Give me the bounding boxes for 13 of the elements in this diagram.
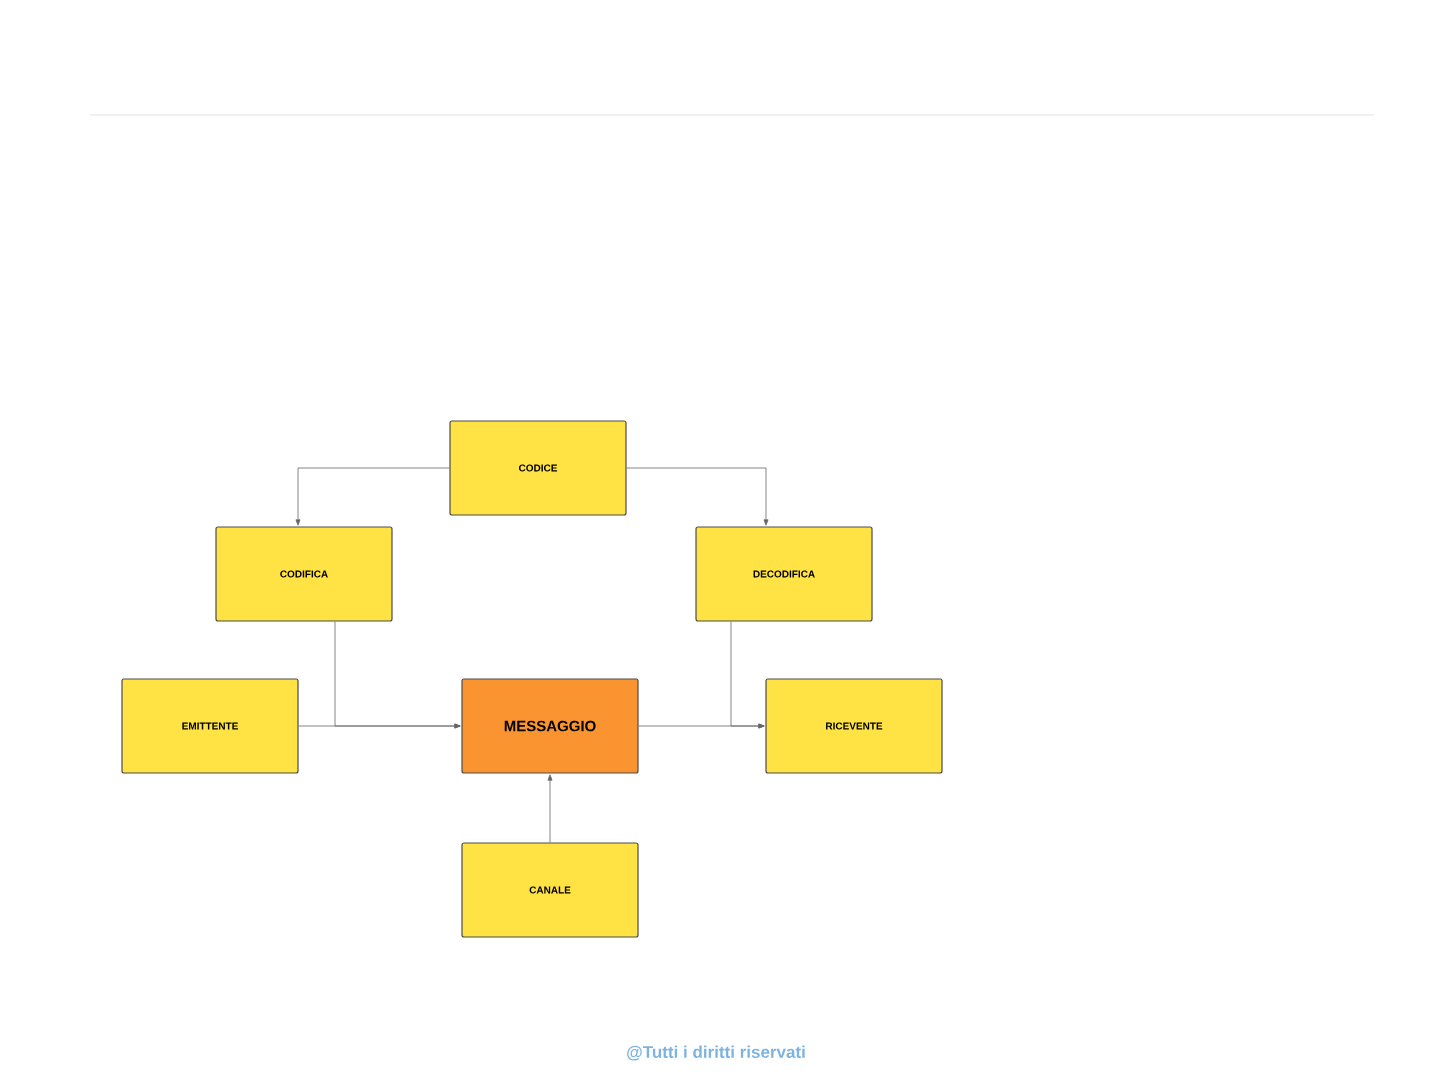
process-box: CODIFICA bbox=[215, 526, 393, 622]
process-box: CODICE bbox=[449, 420, 627, 516]
message-box: MESSAGGIO bbox=[461, 678, 639, 774]
process-box: RICEVENTE bbox=[765, 678, 943, 774]
arrow bbox=[547, 774, 553, 843]
arrow bbox=[638, 723, 765, 729]
arrow bbox=[298, 723, 461, 729]
process-box: DECODIFICA bbox=[695, 526, 873, 622]
process-box: CANALE bbox=[461, 842, 639, 938]
arrow bbox=[626, 467, 769, 526]
arrow bbox=[295, 467, 450, 526]
footer-text: @Tutti i diritti riservati bbox=[627, 1045, 805, 1061]
process-box: EMITTENTE bbox=[121, 678, 299, 774]
